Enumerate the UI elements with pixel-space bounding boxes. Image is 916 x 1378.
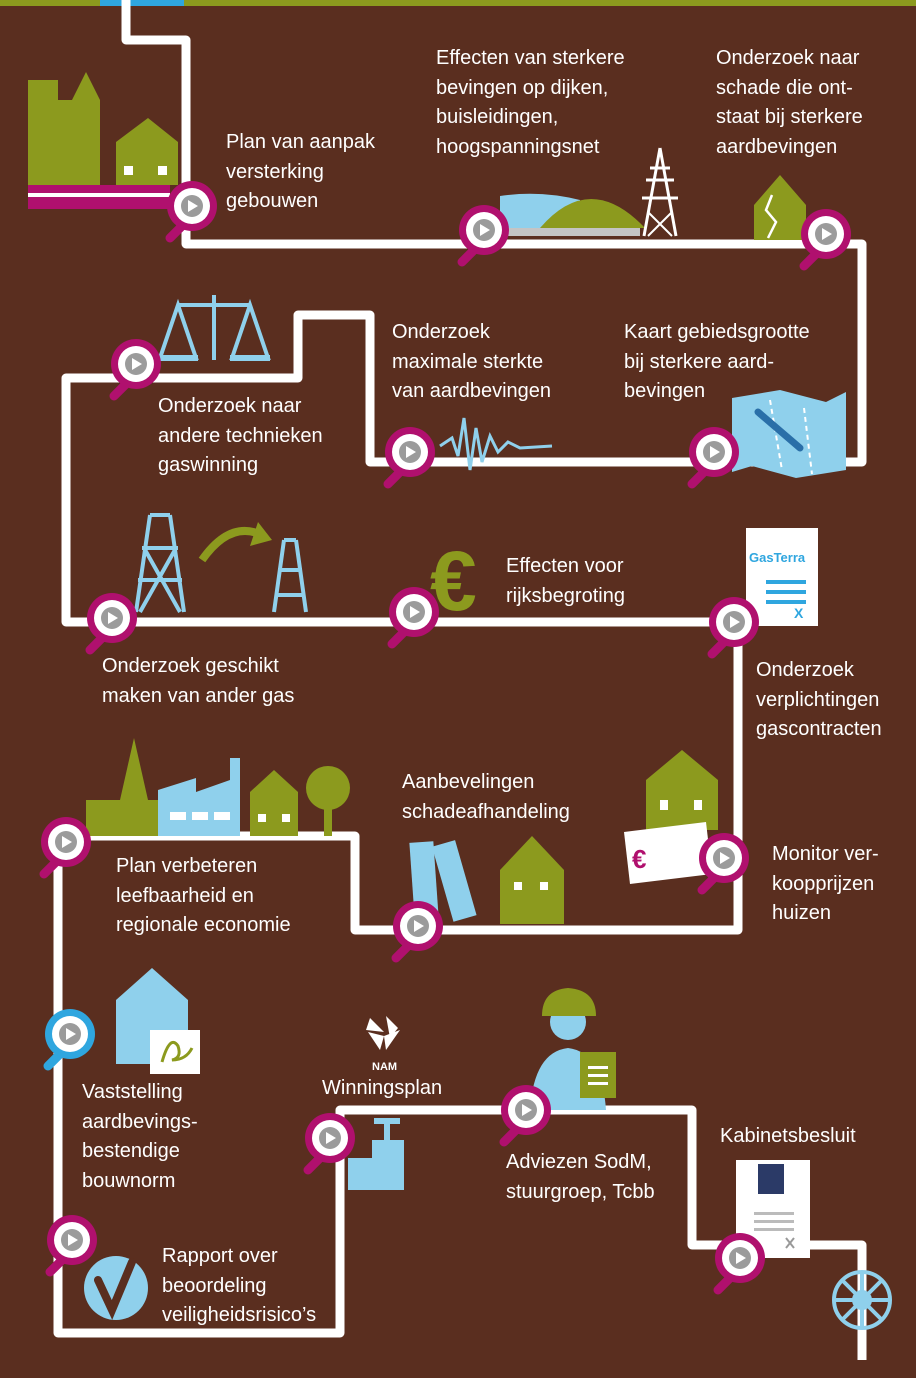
- label-onderzoek-technieken: Onderzoek naar andere technieken gaswinn…: [158, 395, 323, 476]
- label-bouwnorm: Vaststelling aardbevings- bestendige bou…: [82, 1081, 198, 1192]
- valve-wheel-icon: [832, 1270, 892, 1330]
- label-aanbevelingen: Aanbevelingen schadeafhandeling: [402, 771, 570, 823]
- play-button-effecten-bevingen[interactable]: [450, 196, 528, 274]
- play-icon: [403, 601, 425, 623]
- gas-valve-icon: [348, 1118, 404, 1190]
- play-button-kabinetsbesluit[interactable]: [706, 1224, 784, 1302]
- play-icon: [181, 195, 203, 217]
- play-icon: [703, 441, 725, 463]
- label-plan-leefbaarheid: Plan verbeteren leefbaarheid en regional…: [116, 855, 291, 936]
- label-onderzoek-sterkte: Onderzoek maximale sterkte van aardbevin…: [392, 321, 552, 402]
- play-icon: [515, 1099, 537, 1121]
- label-onderzoek-gas: Onderzoek geschikt maken van ander gas: [102, 655, 295, 707]
- play-button-onderzoek-gascontracten[interactable]: [700, 588, 778, 666]
- play-icon: [729, 1247, 751, 1269]
- map-icon: [732, 390, 846, 478]
- play-button-rapport[interactable]: [38, 1206, 116, 1284]
- label-plan-versterking: Plan van aanpak versterking gebouwen: [226, 131, 376, 212]
- play-icon: [59, 1023, 81, 1045]
- checkmark-icon: [84, 1256, 148, 1320]
- label-kaart-gebied: Kaart gebiedsgrootte bij sterkere aard- …: [624, 321, 810, 402]
- dike-and-pylon-icon: [500, 147, 678, 237]
- nam-logo-icon: [366, 1016, 400, 1050]
- play-button-onderzoek-technieken[interactable]: [102, 330, 180, 408]
- play-icon: [101, 607, 123, 629]
- label-onderzoek-schade: Onderzoek naar schade die ont- staat bij…: [716, 47, 863, 158]
- top-strip-blue-segment: [100, 0, 184, 6]
- play-icon: [61, 1229, 83, 1251]
- gasterra-document-icon: [746, 528, 818, 626]
- play-button-onderzoek-gas[interactable]: [78, 584, 156, 662]
- church-and-house-icon: [28, 72, 178, 209]
- nam-logo-text: NAM: [372, 1061, 397, 1073]
- label-effecten-rijksbegroting: Effecten voor rijksbegroting: [506, 555, 625, 607]
- magnifier-icon: [687, 427, 739, 489]
- play-button-plan-leefbaarheid[interactable]: [32, 808, 110, 886]
- play-button-onderzoek-schade[interactable]: [792, 200, 870, 278]
- scales-icon: [157, 295, 271, 361]
- house-signature-icon: [116, 968, 200, 1074]
- play-button-monitor-koopprijzen[interactable]: [690, 824, 768, 902]
- play-icon: [407, 915, 429, 937]
- play-icon: [723, 611, 745, 633]
- house-price-tag-icon: €: [624, 750, 718, 884]
- play-icon: [473, 219, 495, 241]
- label-kabinetsbesluit: Kabinetsbesluit: [720, 1125, 856, 1147]
- play-icon: [815, 223, 837, 245]
- play-button-bouwnorm[interactable]: [36, 1000, 114, 1078]
- binders-and-house-icon: [409, 836, 564, 924]
- label-adviezen: Adviezen SodM, stuurgroep, Tcbb: [506, 1151, 655, 1203]
- label-winningsplan: Winningsplan: [322, 1077, 443, 1099]
- play-icon: [55, 831, 77, 853]
- play-icon: [319, 1127, 341, 1149]
- play-button-adviezen[interactable]: [492, 1076, 570, 1154]
- damaged-house-icon: [754, 175, 806, 240]
- label-rapport: Rapport over beoordeling veiligheidsrisi…: [162, 1245, 317, 1326]
- top-strip: [0, 0, 916, 6]
- svg-text:€: €: [632, 844, 646, 874]
- play-button-kaart-gebied[interactable]: [680, 418, 758, 496]
- play-icon: [399, 441, 421, 463]
- play-button-onderzoek-sterkte[interactable]: [376, 418, 454, 496]
- inspector-clipboard-icon: [530, 988, 616, 1110]
- play-button-effecten-rijksbegroting[interactable]: [380, 578, 458, 656]
- label-onderzoek-gascontracten: Onderzoek verplichtingen gascontracten: [756, 659, 882, 740]
- label-monitor-koopprijzen: Monitor ver- koopprijzen huizen: [772, 843, 879, 924]
- play-button-aanbevelingen[interactable]: [384, 892, 462, 970]
- label-effecten-bevingen: Effecten van sterkere bevingen op dijken…: [436, 47, 625, 158]
- play-icon: [713, 847, 735, 869]
- gasterra-form-mark: X: [794, 605, 804, 621]
- houses-factory-tree-icon: [86, 738, 350, 836]
- play-icon: [125, 353, 147, 375]
- drilling-rigs-icon: [134, 513, 308, 613]
- seismogram-icon: [439, 417, 553, 471]
- play-button-winningsplan[interactable]: [296, 1104, 374, 1182]
- gasterra-logo-text: GasTerra: [749, 550, 806, 565]
- play-button-plan-versterking[interactable]: [158, 172, 236, 250]
